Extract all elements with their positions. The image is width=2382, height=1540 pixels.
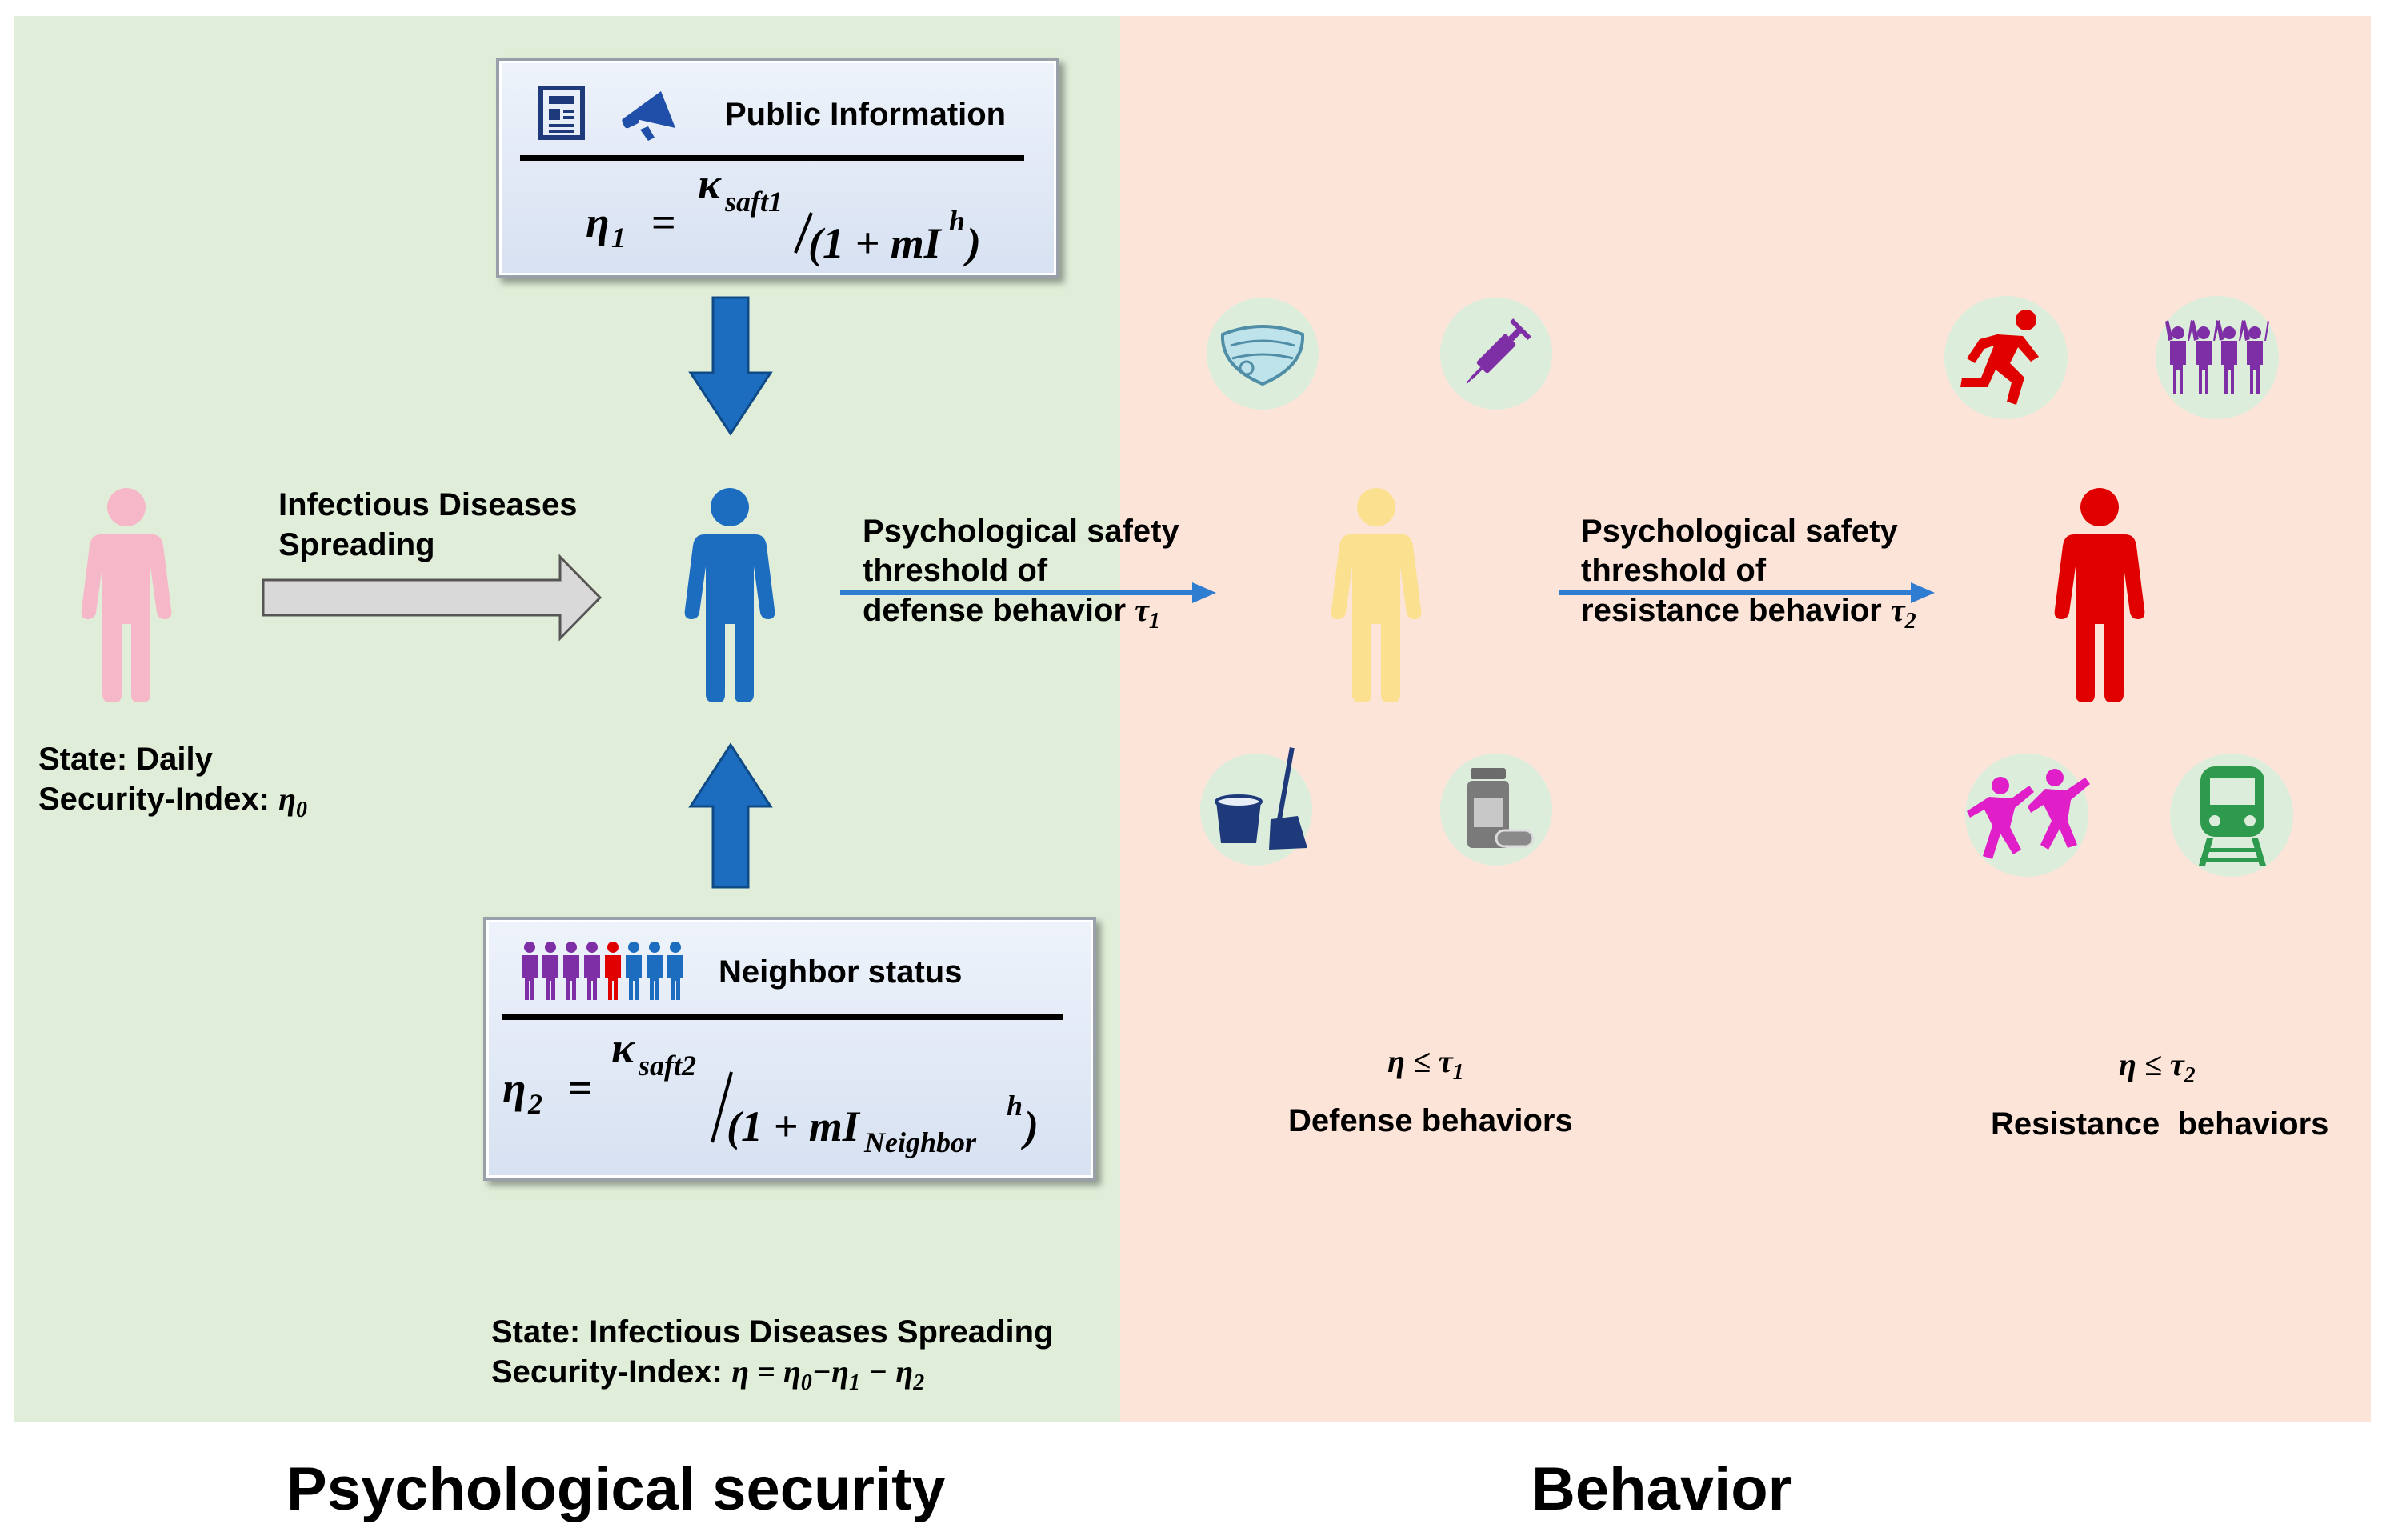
medicine-bottle-icon-circle (1440, 754, 1552, 866)
dancing-people-icon-circle (1965, 754, 2090, 877)
defense-threshold-line1: Psychological safety (863, 514, 1179, 549)
svg-text:=: = (568, 1064, 593, 1112)
public-information-formula: η 1 = κ saft1 (1 + mI h ) (586, 163, 981, 267)
dancing-people-icon (1967, 769, 2090, 859)
defense-threshold-label: Psychological safety threshold of defens… (863, 512, 1179, 641)
svg-text:κ: κ (611, 1024, 635, 1072)
resistance-threshold-line1: Psychological safety (1581, 514, 1898, 549)
mask-icon (1220, 325, 1305, 386)
yellow-person-figure (1331, 488, 1422, 702)
spreading-state-line1: State: Infectious Diseases Spreading (491, 1314, 1054, 1350)
blue-person-figure (684, 488, 775, 702)
people-row (522, 942, 683, 1000)
defense-behaviors-label: Defense behaviors (1288, 1103, 1573, 1138)
crowd-icon-circle (2156, 296, 2279, 419)
svg-text:saft1: saft1 (724, 186, 783, 218)
newspaper-icon (538, 86, 585, 140)
down-arrow (688, 296, 773, 436)
svg-text:h: h (949, 205, 965, 237)
svg-text:): ) (963, 219, 981, 267)
neighbor-status-box: Neighbor status η 2 = κ saft2 (1 + mI Ne… (483, 917, 1096, 1181)
running-person-icon (1960, 310, 2039, 405)
medicine-bottle-icon (1467, 768, 1535, 848)
daily-state-line1: State: Daily (38, 742, 213, 777)
red-person-figure (2054, 488, 2145, 702)
spreading-label-line1: Infectious Diseases (278, 487, 578, 522)
crowd-icon (2165, 320, 2269, 394)
people-group-icon (522, 942, 683, 1000)
public-information-title: Public Information (725, 97, 1007, 132)
train-icon (2199, 766, 2266, 866)
psychological-security-title: Psychological security (286, 1455, 946, 1523)
spreading-label-line2: Spreading (278, 527, 435, 562)
svg-text:(1 + mI: (1 + mI (808, 219, 943, 267)
resistance-behaviors-label: Resistance behaviors (1991, 1106, 2329, 1142)
daily-state-label: State: Daily Security-Index: η0 (38, 739, 307, 830)
daily-state-line2: Security-Index: η0 (38, 781, 308, 822)
defense-threshold-arrow (840, 582, 1216, 603)
svg-text:κ: κ (698, 163, 722, 208)
spreading-state-label: State: Infectious Diseases Spreading Sec… (491, 1312, 1053, 1403)
neighbor-status-formula: η 2 = κ saft2 (1 + mI Neighbor h ) (502, 1024, 1039, 1158)
resistance-condition: η ≤ τ2 (2119, 1046, 2196, 1088)
train-icon-circle (2170, 754, 2293, 877)
resistance-threshold-line2: threshold of (1581, 553, 1767, 588)
defense-condition: η ≤ τ1 (1387, 1043, 1464, 1085)
up-arrow (688, 742, 773, 889)
mask-icon-circle (1207, 298, 1319, 410)
svg-text:2: 2 (527, 1088, 542, 1120)
resistance-threshold-label: Psychological safety threshold of resist… (1581, 512, 1916, 641)
svg-text:): ) (1020, 1102, 1039, 1150)
neighbor-status-divider (502, 1014, 1063, 1020)
svg-text:Neighbor: Neighbor (863, 1126, 977, 1158)
behavior-title: Behavior (1531, 1455, 1792, 1523)
spreading-state-line2: Security-Index: η = η0−η1 − η2 (491, 1354, 925, 1395)
public-information-box: Public Information η 1 = κ saft1 (1 + mI… (496, 58, 1059, 278)
svg-text:=: = (651, 198, 676, 246)
bucket-broom-icon (1215, 747, 1307, 850)
pink-person-figure (81, 488, 172, 702)
bucket-broom-icon-circle (1200, 747, 1312, 866)
neighbor-status-title: Neighbor status (719, 954, 963, 990)
running-person-icon-circle (1944, 296, 2068, 419)
resistance-threshold-arrow (1559, 582, 1935, 603)
svg-text:η: η (502, 1064, 526, 1112)
svg-text:h: h (1007, 1090, 1023, 1122)
behavior-panel (1120, 16, 2371, 1422)
syringe-icon (1466, 318, 1531, 384)
defense-threshold-line3: defense behavior τ1 (863, 592, 1160, 634)
resistance-threshold-line3: resistance behavior τ2 (1581, 592, 1916, 634)
defense-threshold-line2: threshold of (863, 553, 1048, 588)
spreading-label: Infectious Diseases Spreading (278, 485, 578, 565)
spreading-arrow (262, 554, 603, 642)
svg-text:η: η (586, 198, 610, 246)
svg-text:saft2: saft2 (638, 1050, 696, 1082)
megaphone-icon (622, 91, 675, 141)
svg-text:1: 1 (611, 222, 626, 254)
syringe-icon-circle (1440, 298, 1552, 410)
svg-text:(1 + mI: (1 + mI (727, 1102, 861, 1150)
public-information-divider (520, 155, 1024, 161)
